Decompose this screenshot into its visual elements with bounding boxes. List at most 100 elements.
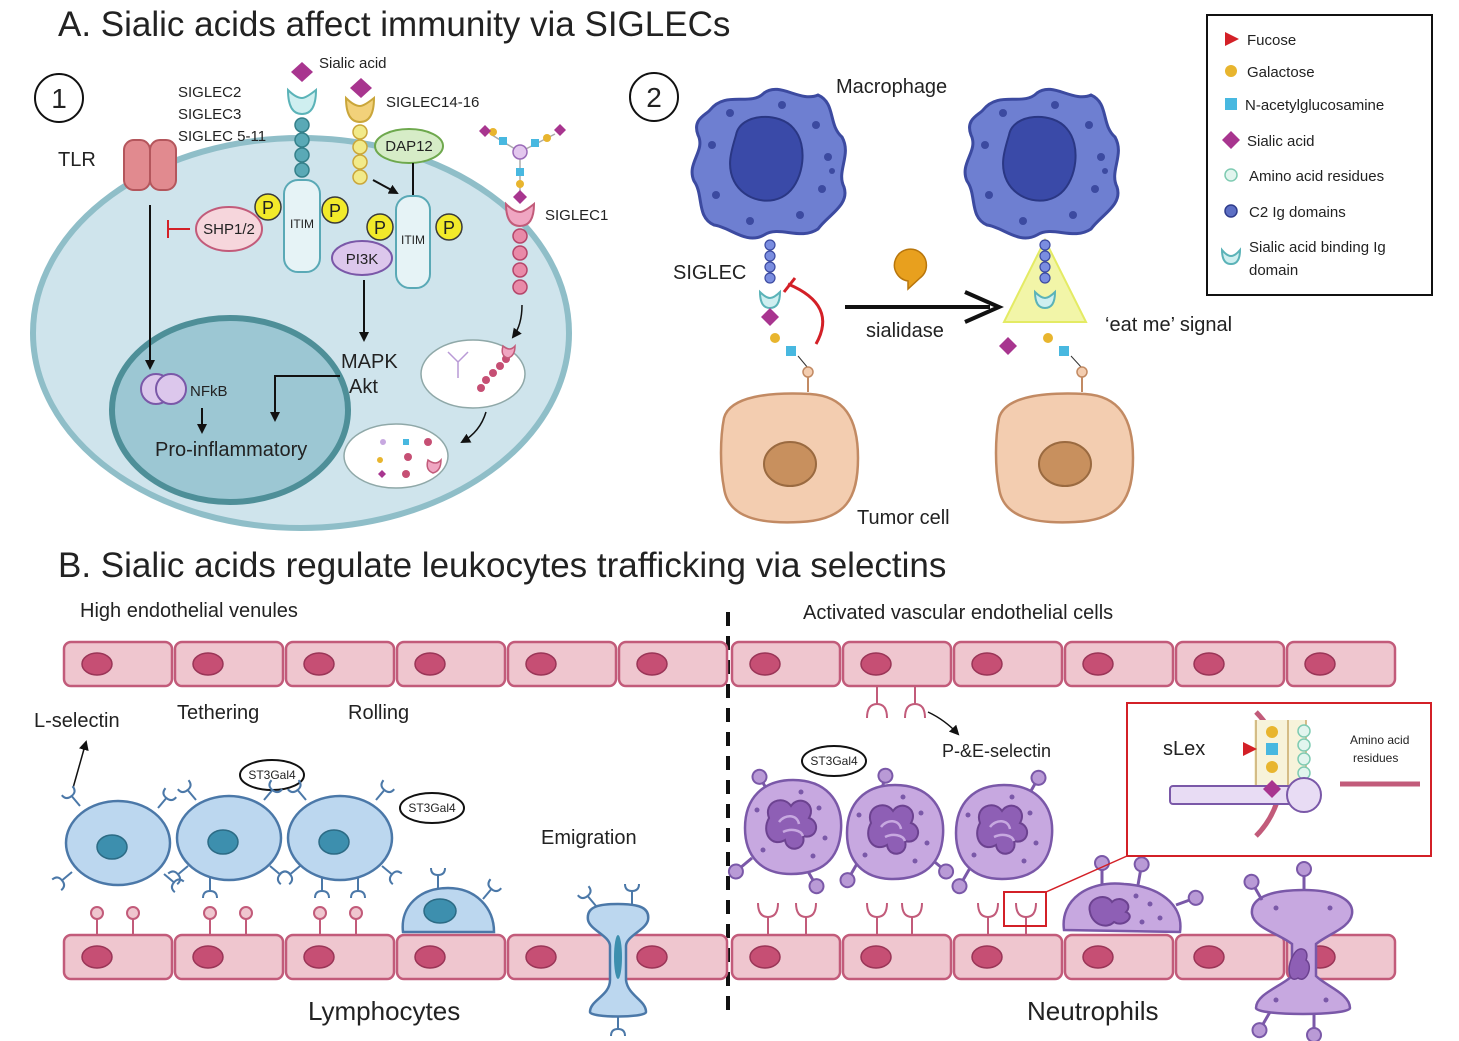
amino-acid-label-1: Amino acid [1350, 733, 1409, 747]
shp-label: SHP1/2 [203, 221, 255, 238]
nfkb-label: NFkB [190, 383, 228, 400]
lymphocyte-2 [167, 779, 291, 899]
tlr-receptor [123, 139, 177, 191]
siglec-list-1: SIGLEC2 [178, 84, 241, 101]
svg-text:ST3Gal4: ST3Gal4 [810, 754, 858, 768]
shp-inhibitor [167, 220, 190, 238]
dap12-node [374, 128, 444, 164]
legend-glcnac: N-acetylglucosamine [1225, 97, 1384, 114]
svg-text:ST3Gal4: ST3Gal4 [248, 768, 296, 782]
sialic-acid-diamond [291, 62, 313, 82]
svg-text:1: 1 [51, 83, 67, 114]
siglec1-label: SIGLEC1 [545, 207, 608, 224]
svg-text:ST3Gal4: ST3Gal4 [408, 801, 456, 815]
siglec1-domains [512, 228, 528, 295]
emigration-label: Emigration [541, 827, 637, 849]
siglec14-binding [344, 95, 376, 124]
panel-b-title: B. Sialic acids regulate leukocytes traf… [58, 546, 946, 585]
svg-text:domain: domain [1249, 262, 1298, 279]
itim-label-2: ITIM [401, 233, 425, 247]
tumor-cell-label: Tumor cell [857, 507, 950, 529]
tumor-cell-2 [994, 392, 1135, 524]
neutrophil-3 [948, 766, 1054, 898]
svg-text:P: P [329, 201, 341, 221]
step-1-badge: 1 [34, 73, 84, 123]
sialidase-label: sialidase [866, 320, 944, 342]
sialic-acid-diamond-2 [350, 78, 372, 98]
pi3k-label: PI3K [346, 251, 379, 268]
svg-text:C2 Ig domains: C2 Ig domains [1249, 204, 1346, 221]
siglec14-domains [352, 124, 368, 185]
slex-diagram [1169, 710, 1420, 838]
svg-text:N-acetylglucosamine: N-acetylglucosamine [1245, 97, 1384, 114]
step-2-badge: 2 [629, 72, 679, 122]
siglec-label: SIGLEC [673, 262, 746, 284]
nfkb-complex [140, 373, 187, 405]
akt-label: Akt [349, 376, 378, 398]
legend-sialic-acid: Sialic acid [1222, 131, 1315, 150]
neutrophil-2 [836, 765, 958, 892]
emigrating-lymphocyte [576, 883, 650, 1037]
siglec-chain-1 [758, 239, 814, 392]
svg-text:Amino acid residues: Amino acid residues [1249, 168, 1384, 185]
siglec-itim-receptor [283, 87, 321, 273]
tumor-cell-1 [719, 392, 860, 524]
siglec14-label: SIGLEC14-16 [386, 94, 479, 111]
macrophage-cell-1 [690, 87, 847, 240]
svg-text:P: P [374, 218, 386, 238]
slex-label: sLex [1163, 738, 1205, 760]
sialic-acid-label: Sialic acid [319, 55, 387, 72]
tethering-label: Tethering [177, 702, 259, 724]
st3gal4-badge-1: ST3Gal4 [239, 759, 305, 791]
legend-sialic-binding-ig: Sialic acid binding Ig domain [1220, 239, 1386, 279]
itim-label-1: ITIM [290, 217, 314, 231]
l-selectin-label: L-selectin [34, 710, 120, 732]
svg-text:Sialic acid: Sialic acid [1247, 133, 1315, 150]
lymphocytes-label: Lymphocytes [308, 996, 460, 1026]
siglec-list-3: SIGLEC 5-11 [178, 128, 266, 145]
siglec1-glycan [479, 124, 566, 204]
svg-text:Sialic acid binding Ig: Sialic acid binding Ig [1249, 239, 1386, 256]
phospho-p-2: P [321, 196, 349, 224]
lymphocyte-1 [51, 785, 185, 894]
legend-box [1206, 14, 1433, 296]
lymphocyte-3 [279, 779, 403, 899]
inhibition-arc [787, 282, 825, 345]
endosome-2 [343, 423, 449, 489]
svg-text:Galactose: Galactose [1247, 64, 1315, 81]
phospho-p-1: P [254, 193, 282, 221]
pro-inflammatory-label: Pro-inflammatory [155, 439, 307, 461]
dap12-label: DAP12 [385, 138, 433, 155]
rolling-label: Rolling [348, 702, 409, 724]
neutrophil-1 [724, 765, 843, 898]
sialidase-enzyme-icon [893, 248, 928, 291]
pi3k-node [331, 240, 393, 276]
pe-selectins-bottom [757, 902, 1037, 936]
endosome-2-contents [377, 438, 442, 478]
macrophage-cell-2 [963, 87, 1120, 240]
panel-a-title: A. Sialic acids affect immunity via SIGL… [58, 5, 730, 44]
svg-text:P: P [262, 198, 274, 218]
legend-fucose: Fucose [1225, 32, 1296, 49]
neutrophil-4 [1062, 854, 1207, 934]
endosome-1-contents [447, 343, 516, 392]
svg-text:2: 2 [646, 82, 662, 113]
amino-acid-label-2: residues [1353, 751, 1398, 765]
legend-c2-ig: C2 Ig domains [1224, 204, 1346, 221]
st3gal4-badge-2: ST3Gal4 [399, 792, 465, 824]
siglec-list-2: SIGLEC3 [178, 106, 241, 123]
legend-galactose: Galactose [1225, 64, 1315, 81]
pe-selectins-top [866, 685, 926, 719]
legend-amino-acid: Amino acid residues [1224, 168, 1384, 185]
lymphocyte-4 [401, 867, 503, 934]
slex-zoom-source [1003, 891, 1047, 927]
selectin-ligands-hev [90, 906, 363, 936]
pe-selectin-label: P-&E-selectin [942, 741, 1051, 761]
st3gal4-badge-3: ST3Gal4 [801, 745, 867, 777]
svg-text:P: P [443, 218, 455, 238]
shp-node [195, 206, 263, 252]
mapk-label: MAPK [341, 351, 398, 373]
neutrophils-label: Neutrophils [1027, 996, 1159, 1026]
eat-me-label: ‘eat me’ signal [1105, 314, 1232, 336]
